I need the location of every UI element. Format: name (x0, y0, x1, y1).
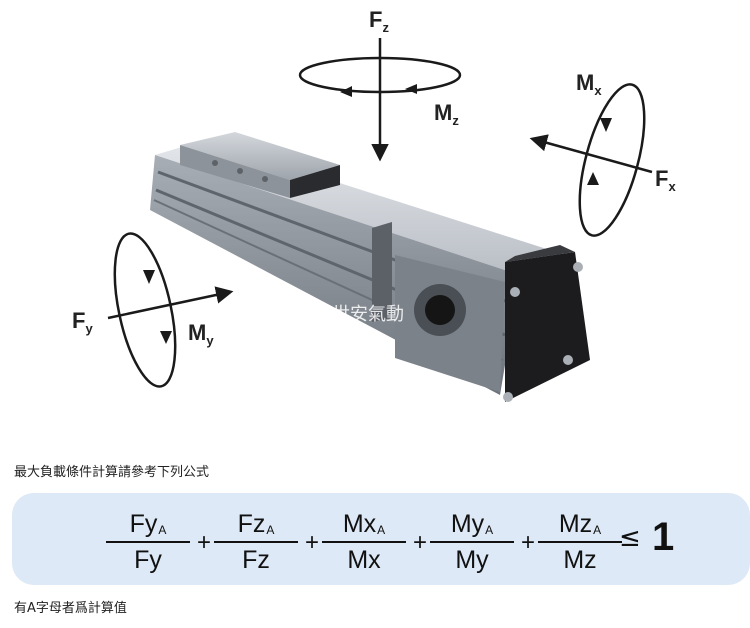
end-cap (505, 252, 590, 402)
formula-limit: 1 (652, 515, 675, 559)
formula-term-my: MyA My (430, 509, 514, 575)
my-rotation-ellipse (113, 232, 177, 388)
fraction-bar (538, 541, 622, 543)
formula-term-mz: MzA Mz (538, 509, 622, 575)
carriage-screw (212, 160, 218, 166)
carriage-side (180, 145, 290, 198)
fraction-bar (430, 541, 514, 543)
term-numerator: Fz (237, 510, 266, 538)
formula-box: FyA Fy + FzA Fz + MxA Mx + MyA My + MzA … (12, 493, 750, 585)
plus-sign: + (197, 529, 212, 556)
my-rotation-arrowhead (143, 270, 155, 284)
formula-term-fz: FzA Fz (214, 509, 298, 575)
fx-arrow (529, 134, 653, 174)
term-subscript: A (377, 523, 386, 537)
my-label: My (188, 320, 214, 348)
mx-rotation-ellipse (578, 83, 646, 237)
caption-bottom: 有A字母者爲計算值 (14, 601, 127, 616)
term-denominator: Fy (134, 546, 162, 574)
term-denominator: My (455, 546, 489, 574)
term-numerator: Mz (558, 510, 593, 538)
my-rotation-arrowhead (160, 331, 172, 344)
fz-label: Fz (369, 7, 389, 35)
term-numerator: Mx (342, 510, 377, 538)
fraction-bar (214, 541, 298, 543)
clamp-band (372, 222, 392, 322)
carriage-screw (237, 168, 243, 174)
formula-term-fy: FyA Fy (106, 509, 190, 575)
term-numerator: Fy (129, 510, 158, 538)
end-cap-screw (503, 392, 513, 402)
mz-rotation-ellipse (298, 56, 462, 94)
end-cap-screw (563, 355, 573, 365)
fy-label: Fy (72, 308, 93, 336)
fraction-bar (106, 541, 190, 543)
actuator-load-diagram: Fz Mz Mx Fx Fy My 世安氣動 (72, 7, 676, 402)
fraction-bar (322, 541, 406, 543)
term-subscript: A (485, 523, 494, 537)
term-subscript: A (593, 523, 602, 537)
end-cap-screw (573, 262, 583, 272)
watermark: 世安氣動 (332, 304, 404, 325)
term-denominator: Mz (563, 546, 597, 574)
plus-sign: + (413, 529, 428, 556)
mz-label: Mz (434, 100, 459, 128)
term-subscript: A (266, 523, 275, 537)
end-cap-screw (510, 287, 520, 297)
end-cap-top (505, 245, 575, 262)
term-subscript: A (158, 523, 167, 537)
less-or-equal-sign: ≤ (619, 523, 641, 553)
mx-rotation-arrowhead (587, 172, 599, 185)
mount-bore-inner (425, 295, 455, 325)
formula-term-mx: MxA Mx (322, 509, 406, 575)
fx-label: Fx (655, 166, 676, 194)
carriage-top (180, 132, 340, 180)
mx-rotation-arrowhead (600, 118, 612, 132)
caption-top: 最大負載條件計算請參考下列公式 (14, 465, 210, 480)
mz-rotation-arrowhead (405, 84, 417, 94)
term-denominator: Mx (347, 546, 381, 574)
mz-rotation-arrowhead (340, 86, 352, 97)
fy-arrow (107, 286, 234, 320)
plus-sign: + (305, 529, 320, 556)
plus-sign: + (521, 529, 536, 556)
mx-label: Mx (576, 70, 602, 98)
term-denominator: Fz (242, 546, 270, 574)
carriage-end (290, 165, 340, 198)
term-numerator: My (450, 510, 485, 538)
carriage-screw (262, 176, 268, 182)
linear-actuator (150, 132, 590, 402)
